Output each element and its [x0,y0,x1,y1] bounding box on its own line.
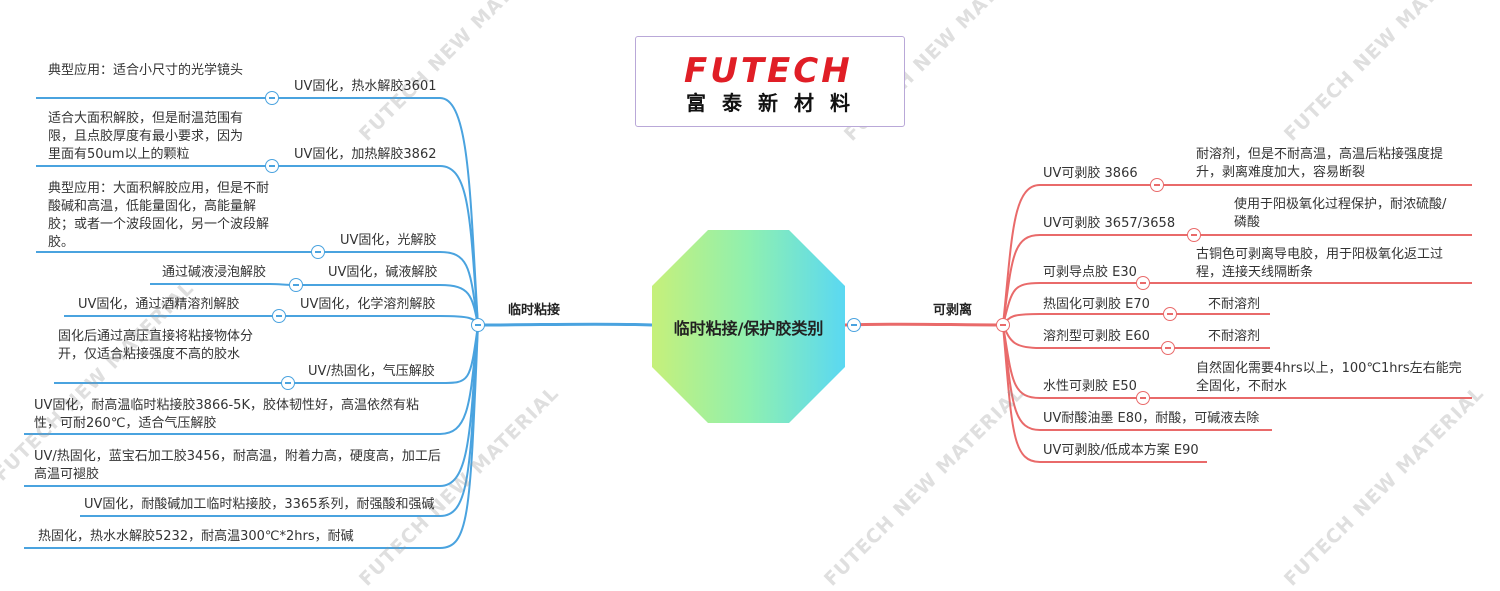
collapse-icon[interactable] [272,309,286,323]
node-right-3[interactable]: 可剥导点胶 E30 [1043,265,1137,280]
node-left-6[interactable]: UV/热固化，气压解胶 [308,364,435,379]
branch-label-temporary-bonding[interactable]: 临时粘接 [508,303,561,318]
node-left-4[interactable]: UV固化，碱液解胶 [328,265,438,280]
note-right-3: 古铜色可剥离导电胶，用于阳极氧化返工过程，连接天线隔断条 [1196,247,1444,280]
branch-label-peelable[interactable]: 可剥离 [933,303,973,318]
collapse-icon[interactable] [471,318,485,332]
collapse-icon[interactable] [311,245,325,259]
collapse-icon[interactable] [265,91,279,105]
note-right-2: 使用于阳极氧化过程保护，耐浓硫酸/磷酸 [1234,197,1447,230]
note-left-6: 固化后通过高压直接将粘接物体分开，仅适合粘接强度不高的胶水 [58,329,254,362]
node-left-7[interactable]: UV固化，耐高温临时粘接胶3866-5K，胶体韧性好，高温依然有粘性，可耐260… [34,398,419,431]
collapse-icon[interactable] [1187,228,1201,242]
node-left-5[interactable]: UV固化，化学溶剂解胶 [300,297,436,312]
note-right-1: 耐溶剂，但是不耐高温，高温后粘接强度提升，剥离难度加大，容易断裂 [1196,147,1444,180]
node-left-10[interactable]: 热固化，热水水解胶5232，耐高温300℃*2hrs，耐碱 [38,529,354,544]
collapse-icon[interactable] [1150,178,1164,192]
collapse-icon[interactable] [1136,276,1150,290]
note-left-3: 典型应用：大面积解胶应用，但是不耐酸碱和高温，低能量固化，高能量解胶；或者一个波… [48,181,270,250]
collapse-icon[interactable] [281,376,295,390]
node-right-6[interactable]: 水性可剥胶 E50 [1043,379,1137,394]
node-left-2[interactable]: UV固化，加热解胶3862 [294,147,437,162]
node-left-9[interactable]: UV固化，耐酸碱加工临时粘接胶，3365系列，耐强酸和强碱 [84,497,435,512]
node-right-7[interactable]: UV耐酸油墨 E80，耐酸，可碱液去除 [1043,411,1260,426]
collapse-icon[interactable] [265,159,279,173]
note-right-6: 自然固化需要4hrs以上，100℃1hrs左右能完全固化，不耐水 [1196,361,1462,394]
collapse-icon[interactable] [996,318,1010,332]
node-right-4[interactable]: 热固化可剥胶 E70 [1043,297,1150,312]
note-left-4: 通过碱液浸泡解胶 [162,265,267,280]
node-left-1[interactable]: UV固化，热水解胶3601 [294,79,437,94]
collapse-icon[interactable] [289,278,303,292]
center-octagon [652,230,845,423]
collapse-icon[interactable] [1161,341,1175,355]
central-topic[interactable]: 临时粘接/保护胶类别 [673,319,824,338]
note-left-2: 适合大面积解胶，但是耐温范围有限，且点胶厚度有最小要求，因为里面有50um以上的… [48,111,244,162]
node-left-3[interactable]: UV固化，光解胶 [340,233,437,248]
note-left-1: 典型应用：适合小尺寸的光学镜头 [48,63,244,78]
node-right-8[interactable]: UV可剥胶/低成本方案 E90 [1043,443,1199,458]
note-left-5: UV固化，通过酒精溶剂解胶 [78,297,240,312]
logo-text-cn: 富泰新材料 [686,91,866,115]
note-right-4: 不耐溶剂 [1208,297,1261,312]
note-right-5: 不耐溶剂 [1208,329,1261,344]
logo: FUTECH 富泰新材料 [635,36,905,127]
node-left-8[interactable]: UV/热固化，蓝宝石加工胶3456，耐高温，附着力高，硬度高，加工后高温可褪胶 [34,449,441,482]
collapse-icon[interactable] [1163,307,1177,321]
node-right-2[interactable]: UV可剥胶 3657/3658 [1043,216,1176,231]
collapse-icon[interactable] [847,318,861,332]
collapse-icon[interactable] [1136,391,1150,405]
logo-text-en: FUTECH [684,51,853,91]
node-right-5[interactable]: 溶剂型可剥胶 E60 [1043,329,1150,344]
node-right-1[interactable]: UV可剥胶 3866 [1043,166,1138,181]
